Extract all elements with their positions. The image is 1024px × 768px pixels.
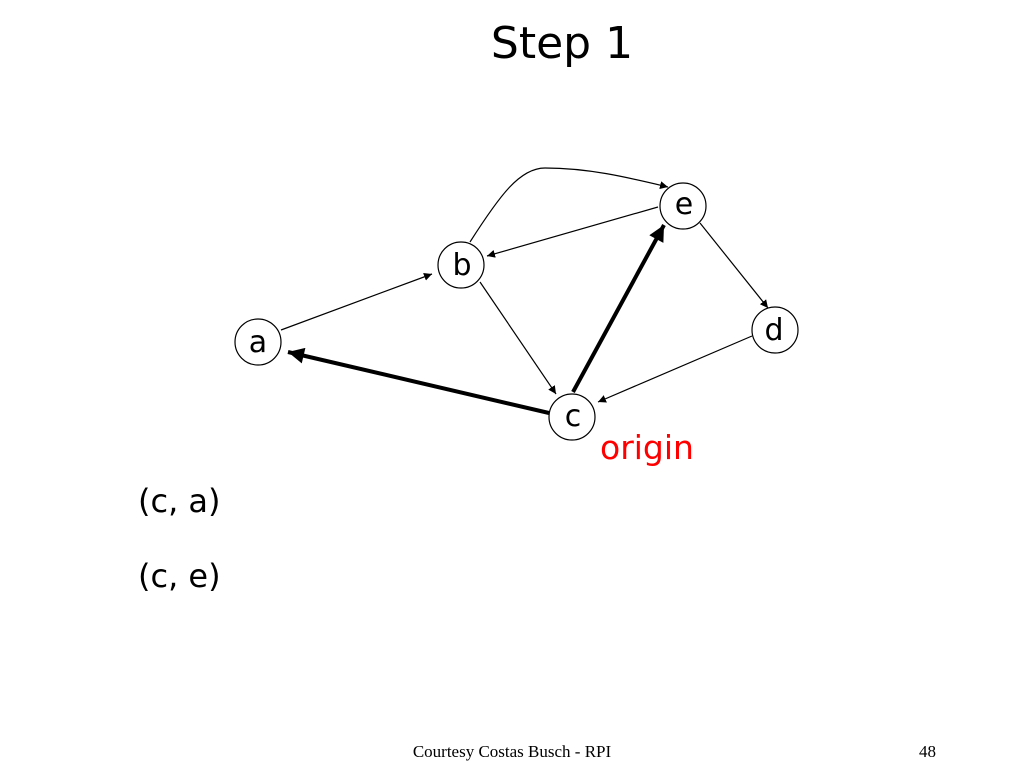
edge-b-c <box>479 281 557 395</box>
node-a: a <box>234 318 282 366</box>
node-d: d <box>751 306 799 354</box>
node-b: b <box>437 241 485 289</box>
edge-a-b <box>280 273 433 331</box>
selected-edge-item: (c, e) <box>138 557 221 595</box>
selected-edges-list: (c, a) (c, e) <box>138 480 221 630</box>
origin-label: origin <box>600 428 694 467</box>
node-e-label: e <box>675 187 693 222</box>
edge-e-d <box>699 222 769 309</box>
directed-graph: a b c d e <box>234 167 799 441</box>
slide-title: Step 1 <box>490 18 634 69</box>
node-b-label: b <box>452 248 471 283</box>
footer-credit: Courtesy Costas Busch - RPI <box>412 742 612 761</box>
edge-d-c <box>597 335 753 403</box>
node-e: e <box>659 182 707 230</box>
selected-edge-item: (c, a) <box>138 482 221 520</box>
node-a-label: a <box>249 325 267 360</box>
edge-e-b <box>486 206 659 258</box>
edge-b-e <box>469 167 669 243</box>
node-c-label: c <box>565 399 582 434</box>
page-number: 48 <box>919 742 936 761</box>
edge-c-a-highlighted <box>287 347 550 415</box>
edge-c-e-highlighted <box>571 224 666 393</box>
node-d-label: d <box>764 313 783 348</box>
node-c: c <box>548 393 596 441</box>
